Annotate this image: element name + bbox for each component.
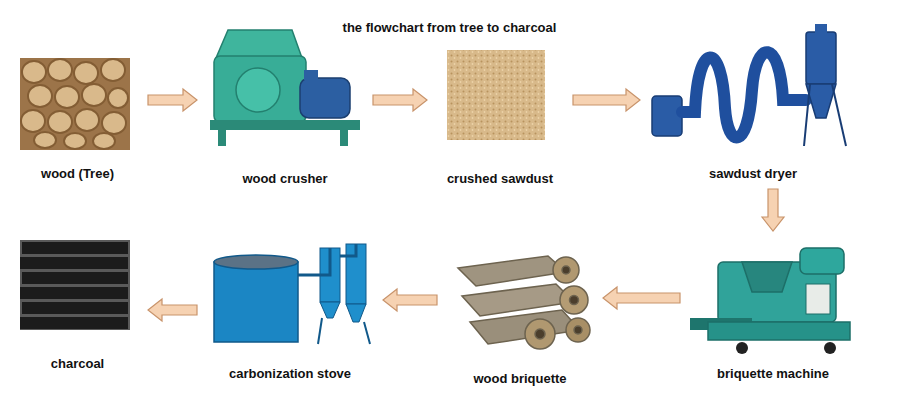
flow-arrow [383,289,437,311]
process-step: wood briquette [441,250,599,390]
flow-arrow [762,189,784,231]
step-label: crushed sawdust [431,171,569,186]
carbonization-stove [214,244,370,344]
process-step: briquette machine [684,235,862,385]
step-label: carbonization stove [201,366,379,381]
sawdust-pile [447,50,545,140]
flow-arrow [603,287,680,309]
charcoal-stack [20,240,130,330]
wood-briquettes [458,256,590,349]
dryer-machine [652,24,846,146]
crusher-machine [210,30,360,146]
process-step: carbonization stove [201,235,379,385]
diagram-title: the flowchart from tree to charcoal [0,20,899,35]
process-step: crushed sawdust [431,45,569,190]
briquette-machine [690,248,850,354]
step-label: wood briquette [441,371,599,386]
process-step: sawdust dryer [644,15,862,185]
process-step: charcoal [11,235,144,375]
process-step: wood (Tree) [11,50,144,185]
step-label: wood crusher [201,171,369,186]
step-label: wood (Tree) [11,166,144,181]
step-label: briquette machine [684,366,862,381]
flow-arrow [573,89,640,111]
process-step: wood crusher [201,20,369,190]
flow-arrow [148,89,197,111]
step-label: charcoal [11,356,144,371]
flow-arrow [373,89,427,111]
flow-arrow [148,299,197,321]
step-label: sawdust dryer [644,166,862,181]
wood-logs [20,58,130,150]
